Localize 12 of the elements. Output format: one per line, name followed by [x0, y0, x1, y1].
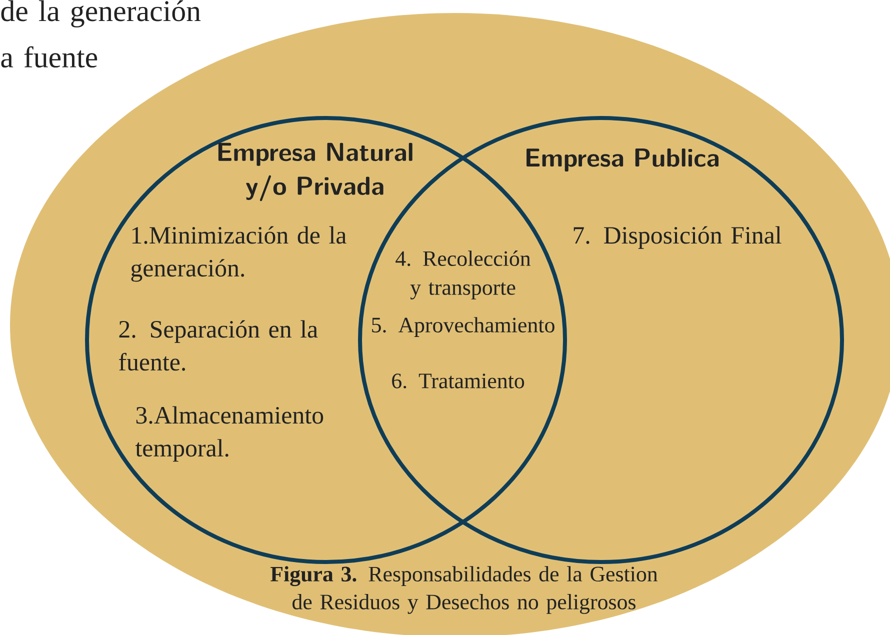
list-item: 3.Almacenamiento temporal.	[135, 406, 324, 462]
circle-heading: Empresa Publica	[526, 148, 718, 172]
figure-caption: Figura 3. Responsabilidades de la Gestion de Residuos y Desechos no peligrosos	[270, 566, 658, 614]
list-item: 1.Minimización de la generación.	[131, 226, 346, 282]
circle-heading: Empresa Natural y/o Privada	[218, 142, 412, 202]
list-item: 5. Aprovechamiento	[372, 317, 554, 337]
list-item: 4. Recolección y transporte	[396, 250, 531, 300]
list-item: 2. Separación en la fuente.	[118, 320, 318, 371]
list-item: 7. Disposición Final	[574, 226, 782, 249]
text-fragment: de la generación	[1, 0, 201, 28]
list-item: 6. Tratamiento	[392, 374, 524, 388]
text-fragment: a fuente	[1, 46, 98, 68]
